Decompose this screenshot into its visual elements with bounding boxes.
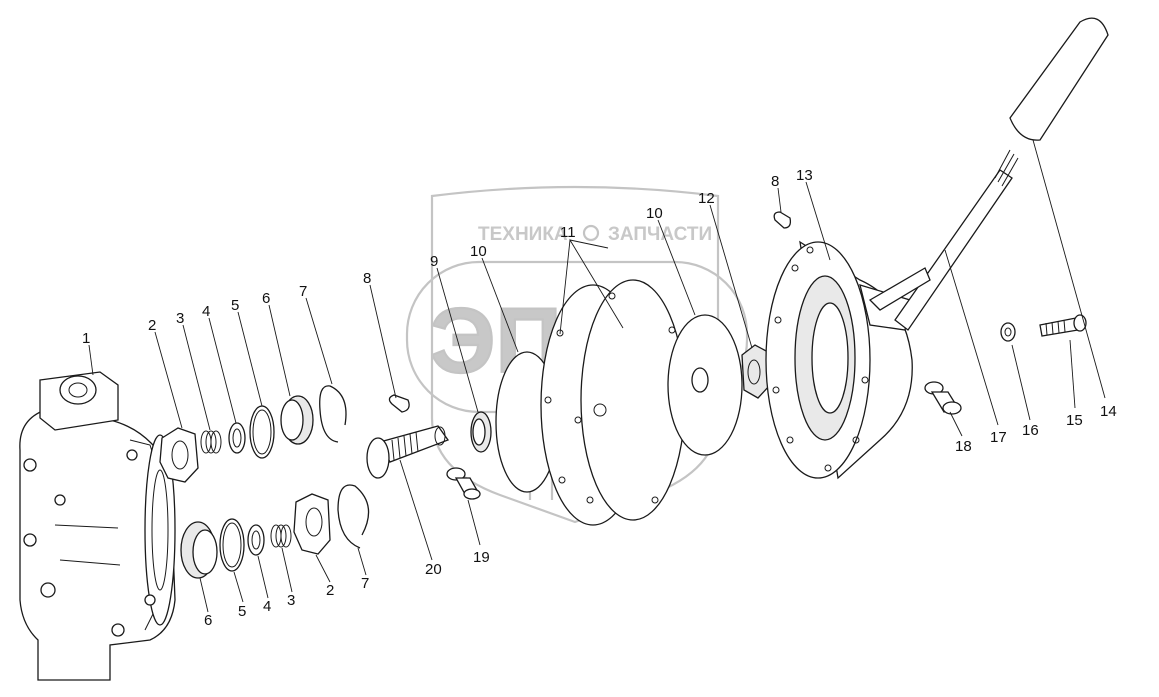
callout-8-right: 8	[771, 173, 779, 190]
clip-part-8-right	[773, 211, 792, 229]
shaft-part-20	[366, 425, 450, 479]
washer-part-4-lower	[247, 524, 265, 556]
nut-part-2-upper	[159, 427, 199, 483]
nut-part-16	[1000, 322, 1016, 342]
valve-body-part-1	[19, 371, 176, 681]
callout-5-upper: 5	[231, 297, 239, 314]
bolt-part-15	[1039, 314, 1087, 337]
lever-part-17	[868, 149, 1019, 331]
callout-3-lower: 3	[287, 592, 295, 609]
callout-12: 12	[698, 190, 715, 207]
callout-2-upper: 2	[148, 317, 156, 334]
spring-part-3-lower	[270, 524, 292, 548]
pin-part-19	[446, 467, 481, 500]
callout-7-lower: 7	[361, 575, 369, 592]
retaining-ring-part-7-lower	[337, 484, 370, 549]
o-ring-part-5-upper	[249, 405, 275, 459]
washer-part-4-upper	[228, 422, 246, 454]
callout-7-upper: 7	[299, 283, 307, 300]
callout-18: 18	[955, 438, 972, 455]
callout-15: 15	[1066, 412, 1083, 429]
callout-4-upper: 4	[202, 303, 210, 320]
spring-part-3-upper	[200, 430, 222, 454]
callout-14: 14	[1100, 403, 1117, 420]
callout-8-left: 8	[363, 270, 371, 287]
seal-part-6-upper	[280, 395, 314, 445]
callout-3-upper: 3	[176, 310, 184, 327]
pin-part-18	[924, 381, 962, 415]
handle-grip-part-14	[1009, 17, 1109, 141]
seal-part-6-lower	[180, 521, 218, 579]
callout-4-lower: 4	[263, 598, 271, 615]
o-ring-part-5-lower	[219, 518, 245, 572]
callout-6-lower: 6	[204, 612, 212, 629]
watermark-line1: ТЕХНИКА	[478, 224, 568, 245]
callout-19: 19	[473, 549, 490, 566]
callout-17: 17	[990, 429, 1007, 446]
clip-part-8-left	[388, 394, 410, 413]
callout-13: 13	[796, 167, 813, 184]
callout-20: 20	[425, 561, 442, 578]
watermark-line2: ЗАПЧАСТИ	[608, 224, 712, 245]
housing-part-13	[765, 240, 913, 480]
callout-labels: 1 2 3 4 5 6 7 8 9 10 11 10 12 8 13 14 15…	[82, 167, 1117, 629]
callout-10-left: 10	[470, 243, 487, 260]
callout-9: 9	[430, 253, 438, 270]
callout-6-upper: 6	[262, 290, 270, 307]
gear-icon	[582, 224, 600, 242]
callout-2-lower: 2	[326, 582, 334, 599]
retaining-ring-part-7-upper	[319, 385, 347, 443]
callout-1: 1	[82, 330, 90, 347]
callout-10-right: 10	[646, 205, 663, 222]
callout-16: 16	[1022, 422, 1039, 439]
callout-11: 11	[560, 224, 576, 241]
leader-lines	[88, 139, 1106, 613]
nut-part-2-lower	[293, 493, 331, 555]
washer-part-9	[470, 411, 492, 453]
callout-5-lower: 5	[238, 603, 246, 620]
disc-part-10-right	[667, 314, 743, 456]
